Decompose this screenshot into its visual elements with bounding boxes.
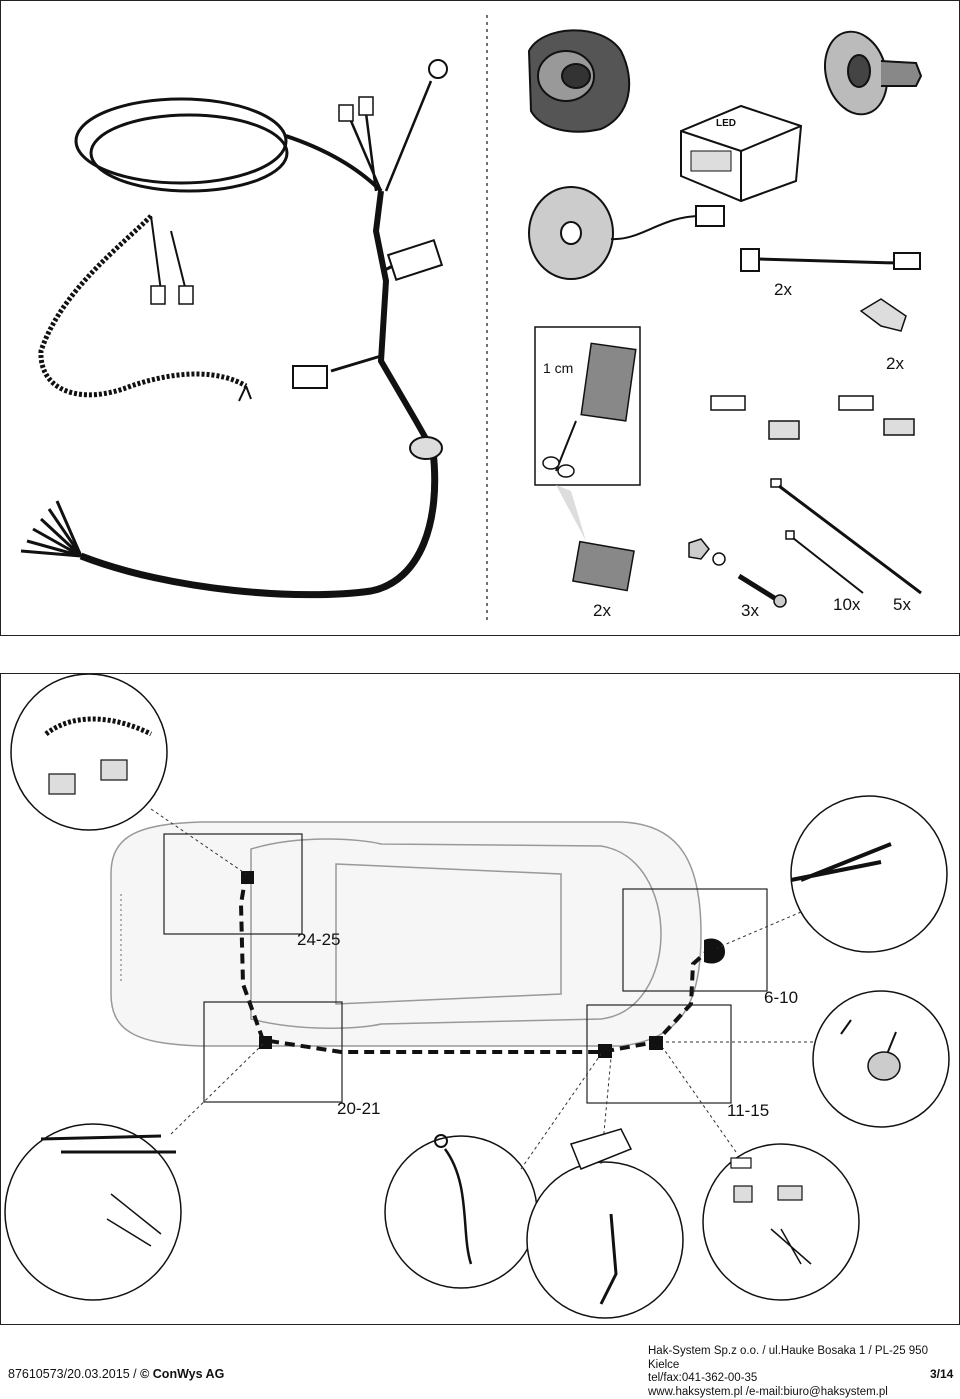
qty-tape: 2x bbox=[593, 601, 611, 621]
trailer-socket-illustration bbox=[529, 30, 629, 131]
harness-multiplug bbox=[388, 240, 442, 280]
doc-id-text: 87610573/20.03.2015 / bbox=[8, 1367, 137, 1381]
ref-left-label: 20-21 bbox=[337, 1099, 380, 1119]
page-number: 3/14 bbox=[930, 1367, 953, 1381]
qty-tie-small: 10x bbox=[833, 595, 860, 615]
socket-mount-point bbox=[704, 939, 725, 964]
ref-front-label: 24-25 bbox=[297, 930, 340, 950]
fuse-holder-illustration bbox=[741, 249, 920, 271]
installation-overview-panel: 24-25 6-10 20-21 11-15 bbox=[0, 673, 960, 1325]
harness-plug-b bbox=[293, 366, 327, 388]
route-point-right bbox=[649, 1036, 663, 1050]
led-module-illustration: LED bbox=[681, 106, 801, 201]
kit-contents-panel: LED bbox=[0, 0, 960, 636]
qty-tie-large: 5x bbox=[893, 595, 911, 615]
ref-right-label: 11-15 bbox=[727, 1101, 769, 1121]
installation-drawing bbox=[1, 674, 959, 1324]
qty-screws: 3x bbox=[741, 601, 759, 621]
harness-connector-a bbox=[151, 286, 165, 304]
company-address: Hak-System Sp.z o.o. / ul.Hauke Bosaka 1… bbox=[648, 1345, 960, 1372]
buzzer-illustration bbox=[529, 187, 724, 279]
company-web[interactable]: www.haksystem.pl /e-mail:biuro@haksystem… bbox=[648, 1386, 960, 1399]
qty-fuse-holder: 2x bbox=[774, 280, 792, 300]
route-point-left bbox=[259, 1036, 272, 1049]
wiring-harness-illustration bbox=[21, 60, 447, 595]
harness-coil bbox=[76, 99, 286, 183]
document-id: 87610573/20.03.2015 / © ConWys AG bbox=[8, 1367, 224, 1381]
connectors-illustration bbox=[711, 299, 914, 439]
kit-contents-drawing: LED bbox=[1, 1, 959, 635]
route-point-front bbox=[241, 871, 254, 884]
copyright-text: © ConWys AG bbox=[140, 1367, 224, 1381]
cable-ties-illustration bbox=[771, 479, 921, 593]
screws-illustration bbox=[689, 539, 786, 607]
ground-ring-terminal bbox=[429, 60, 447, 78]
qty-connectors: 2x bbox=[886, 354, 904, 374]
ref-rear-label: 6-10 bbox=[764, 988, 798, 1008]
scale-label: 1 cm bbox=[543, 360, 573, 376]
grommet bbox=[410, 437, 442, 459]
company-phone: tel/fax:041-362-00-35 bbox=[648, 1372, 960, 1386]
socket-seal-illustration bbox=[816, 25, 921, 122]
module-brand-text: LED bbox=[716, 118, 736, 129]
company-contact: Hak-System Sp.z o.o. / ul.Hauke Bosaka 1… bbox=[648, 1345, 960, 1399]
